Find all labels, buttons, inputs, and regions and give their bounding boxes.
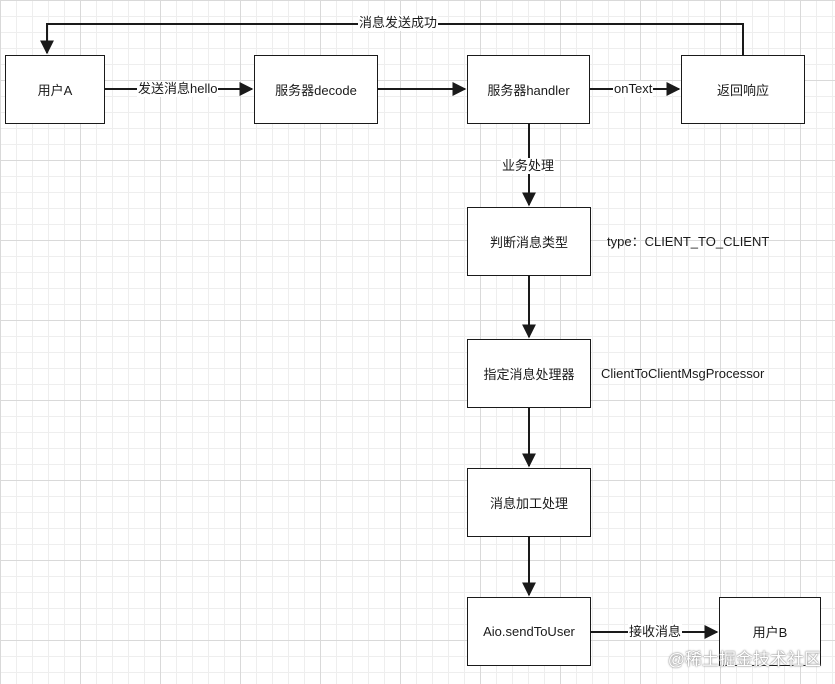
node-server-handler: 服务器handler	[467, 55, 590, 124]
node-judge-message-type: 判断消息类型	[467, 207, 591, 276]
node-message-processing: 消息加工处理	[467, 468, 591, 537]
annotation-message-type: type：CLIENT_TO_CLIENT	[607, 234, 770, 249]
node-return-response: 返回响应	[681, 55, 805, 124]
annotation-processor-class: ClientToClientMsgProcessor	[601, 366, 765, 381]
node-assign-processor: 指定消息处理器	[467, 339, 591, 408]
edge-label-receive: 接收消息	[628, 624, 683, 640]
edge-label-send-success: 消息发送成功	[358, 15, 439, 31]
node-server-decode: 服务器decode	[254, 55, 378, 124]
watermark: @稀土掘金技术社区	[667, 650, 821, 669]
node-aio-send-to-user: Aio.sendToUser	[467, 597, 591, 666]
edge-label-business: 业务处理	[501, 158, 556, 174]
edge-label-send-hello: 发送消息hello	[137, 81, 219, 97]
edge-label-on-text: onText	[613, 81, 654, 97]
node-user-b: 用户B	[719, 597, 821, 666]
node-user-a: 用户A	[5, 55, 105, 124]
